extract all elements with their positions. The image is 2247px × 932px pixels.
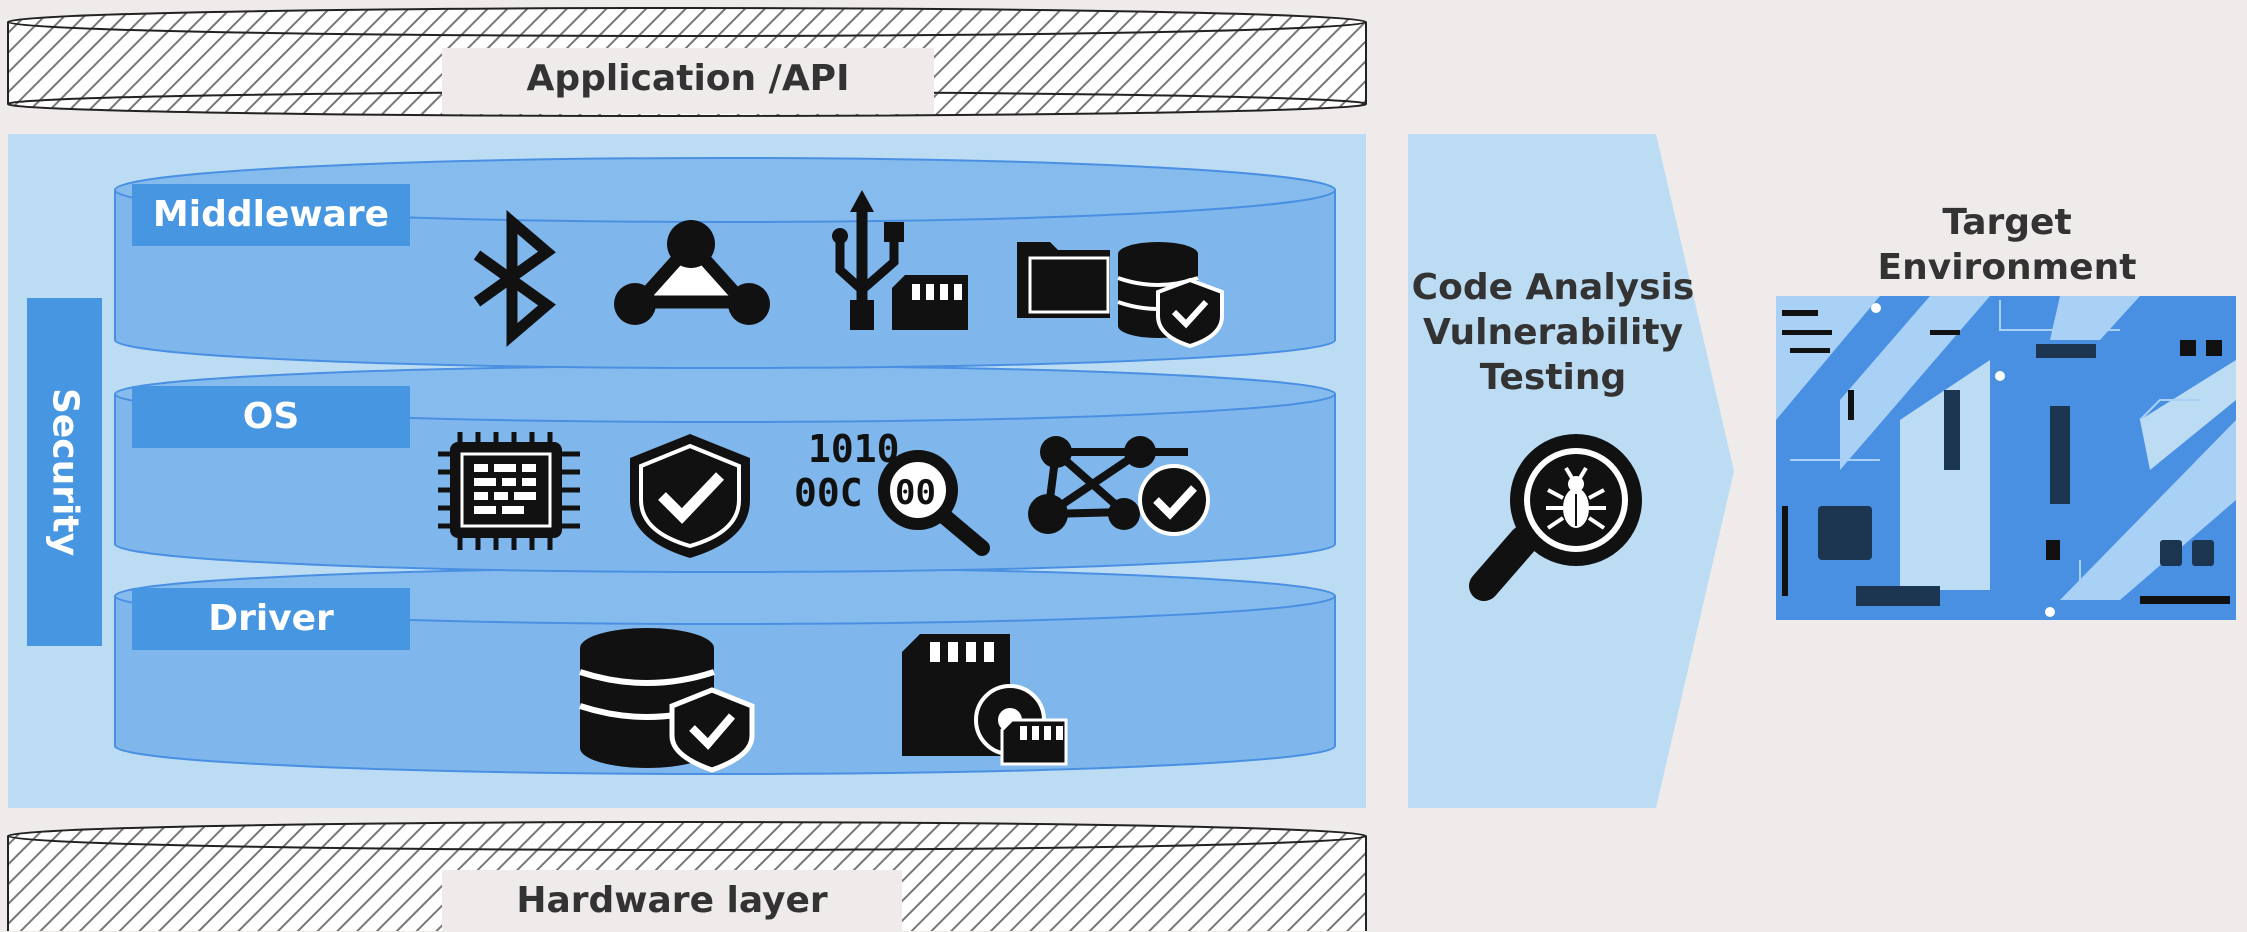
- middleware-label: Middleware: [132, 184, 410, 246]
- folder-icon: [1017, 242, 1110, 318]
- svg-text:1010: 1010: [808, 427, 900, 471]
- shield-check-icon: [630, 434, 750, 558]
- circuit-board-image: [1776, 296, 2236, 620]
- os-label: OS: [132, 386, 410, 448]
- environment-line: Environment: [1877, 247, 2137, 288]
- chip-icon: [438, 432, 580, 550]
- database-shield-icon: [579, 628, 755, 773]
- target-line: Target: [1942, 202, 2072, 243]
- driver-label: Driver: [132, 588, 410, 650]
- security-label: Security: [44, 387, 85, 557]
- bug-magnifier-icon: [1469, 434, 1642, 601]
- database-shield-icon: [1117, 242, 1224, 349]
- hardware-layer-label: Hardware layer: [442, 870, 902, 931]
- svg-text:00C: 00C: [794, 471, 863, 515]
- code-analysis-title: Code Analysis Vulnerability Testing: [1408, 265, 1698, 400]
- network-triangle-icon: [614, 220, 770, 325]
- sim-card-icon: [892, 275, 968, 330]
- network-check-icon: [1028, 436, 1210, 536]
- vulnerability-line: Vulnerability: [1422, 312, 1684, 353]
- application-api-label: Application /API: [442, 48, 934, 114]
- binary-search-icon: 1010 00C 00: [794, 427, 990, 556]
- usb-icon: [832, 190, 904, 330]
- code-analysis-line: Code Analysis: [1411, 267, 1695, 308]
- bluetooth-icon: [473, 210, 556, 347]
- testing-line: Testing: [1479, 357, 1627, 398]
- security-bar: Security: [27, 298, 102, 646]
- sd-card-gear-icon: [902, 634, 1068, 766]
- svg-text:00: 00: [895, 473, 936, 513]
- target-environment-title: Target Environment: [1812, 200, 2202, 290]
